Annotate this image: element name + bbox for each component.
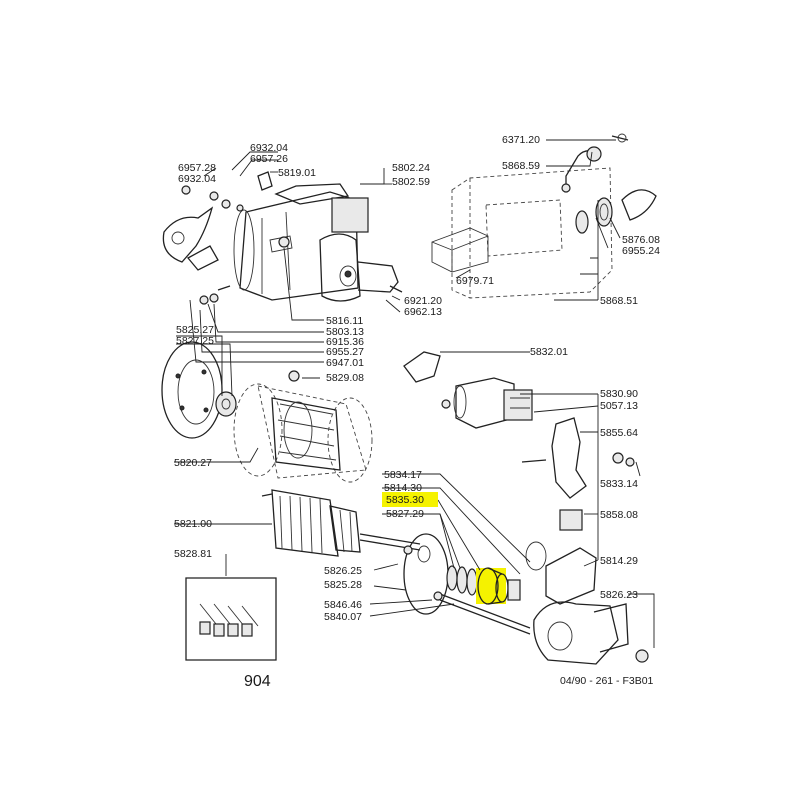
part-label: 6955.24	[622, 245, 660, 257]
highlight-marker	[382, 492, 438, 507]
part-label: 5855.64	[600, 427, 638, 439]
part-label: 5816.11	[326, 315, 363, 327]
pinion-bolt-drawing	[433, 591, 531, 635]
part-label: 5827.29	[386, 508, 424, 520]
part-label: 6371.20	[502, 134, 540, 146]
part-label: 5827.25	[176, 335, 214, 347]
drive-housing-drawing	[525, 541, 649, 665]
part-label: 5829.08	[326, 372, 364, 384]
part-label: 5826.23	[600, 589, 638, 601]
part-label: 5830.90	[600, 388, 638, 400]
intermediate-plate-drawing	[403, 533, 449, 615]
part-label: 5803.13	[326, 326, 364, 338]
part-label: 5868.51	[600, 295, 638, 307]
part-label: 5840.07	[324, 611, 362, 623]
part-label: 5858.08	[600, 509, 638, 521]
part-label: 5819.01	[278, 167, 316, 179]
part-label: 5834.17	[384, 469, 422, 481]
part-label: 5833.14	[600, 478, 638, 490]
brush-kit-drawing	[185, 577, 277, 661]
part-label: 5832.01	[530, 346, 568, 358]
part-label: 5802.59	[392, 176, 430, 188]
field-yoke-drawing	[233, 370, 373, 483]
part-label: 6915.36	[326, 336, 364, 348]
part-label: 6979.71	[456, 275, 494, 287]
part-label: 6921.20	[404, 295, 442, 307]
solenoid-drawing	[403, 351, 635, 531]
leader-lines	[174, 139, 655, 648]
part-label: 5802.24	[392, 162, 430, 174]
part-label: 6955.27	[326, 346, 364, 358]
part-label: 6962.13	[404, 306, 442, 318]
part-label: 5814.29	[600, 555, 638, 567]
part-label: 5057.13	[600, 400, 638, 412]
mounting-bracket-drawing	[162, 171, 273, 305]
wiring-panel-drawing	[431, 167, 613, 299]
part-label: 6957.26	[250, 153, 288, 165]
part-label: 5825.27	[176, 324, 214, 336]
part-label: 5814.30	[384, 482, 422, 494]
part-label: 6947.01	[326, 357, 364, 369]
footer-code: 04/90 - 261 - F3B01	[560, 675, 654, 687]
drive-pinion-drawing	[446, 565, 521, 605]
part-label: 5846.46	[324, 599, 362, 611]
part-label: 5826.25	[324, 565, 362, 577]
part-label: 5821.00	[174, 518, 212, 530]
part-label: 5828.81	[174, 548, 212, 560]
part-label: 6932.04	[178, 173, 216, 185]
part-label: 5876.08	[622, 234, 660, 246]
part-labels: 6371.20 5868.59 5876.08 6955.24 5868.51 …	[174, 134, 660, 690]
part-label: 5825.28	[324, 579, 362, 591]
part-label: 6957.28	[178, 162, 216, 174]
part-label: 5820.27	[174, 457, 212, 469]
starter-motor-assembly-drawing	[233, 183, 403, 302]
part-label: 5868.59	[502, 160, 540, 172]
end-cover-drawing	[161, 341, 237, 439]
part-label-highlighted: 5835.30	[386, 494, 424, 506]
part-label: 6932.04	[250, 142, 288, 154]
armature-drawing	[261, 489, 421, 557]
page-number: 904	[244, 673, 271, 690]
grommet-cable-drawing	[561, 133, 657, 234]
